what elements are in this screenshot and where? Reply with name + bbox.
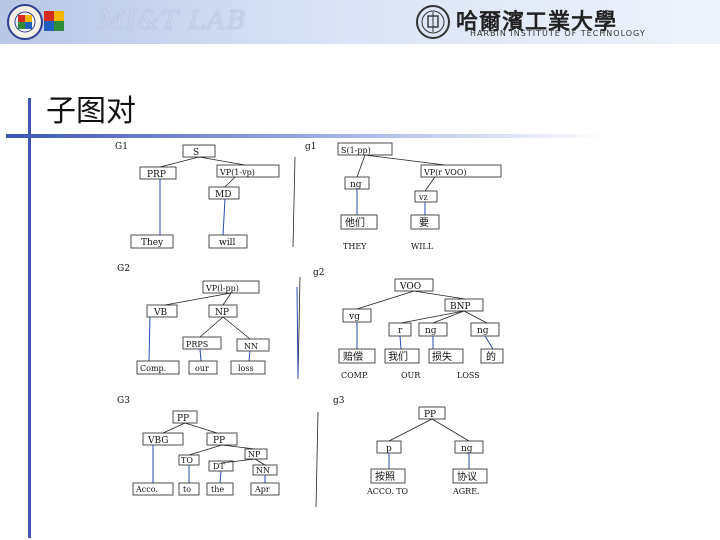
node-g2-ng2: ng [477,326,489,336]
panel-label-g3: g3 [333,396,345,406]
panel-label-g1: g1 [305,142,317,152]
node-g3-ng: ng [461,444,473,454]
node-g2-BNP: BNP [450,302,471,312]
node-G2-VP: VP(l-pp) [205,284,239,293]
tree-g2: VOO BNP vg r ng ng 赔偿 我们 损失 的 COMP. OUR … [338,278,504,380]
node-g2-vg: vg [348,312,360,322]
word-g3-w2: 协议 [457,470,477,483]
node-g2-r: r [398,326,403,336]
university-seal-icon [416,5,450,39]
word-g1-w1: 他们 [345,216,365,229]
node-G3-DT: DT [213,462,225,471]
gloss-g3-e1: ACCO. TO [366,487,409,496]
node-G3-TO: TO [181,456,193,465]
node-g1-ng: ng [350,180,362,190]
word-G3-w3: the [211,485,224,494]
node-g3-PP: PP [424,410,436,420]
word-G3-w2: to [183,485,191,494]
word-G1-they: They [141,238,164,248]
node-G1-VP: VP(1-vp) [219,168,255,177]
lab-title: MI&T LAB [98,6,247,36]
node-G3-VBG: VBG [147,436,168,446]
vertical-accent-rule [28,98,31,538]
panel-label-G3: G3 [117,396,130,406]
tree-g3: PP p ng 按照 协议 ACCO. TO AGRE. [366,406,488,496]
word-G2-w1: Comp. [140,364,166,373]
node-g2-ng1: ng [425,326,437,336]
lab-logo-icon [7,4,64,40]
node-G3-PP: PP [177,414,189,424]
word-G2-w2: our [195,364,209,373]
node-g1-S: S(1-pp) [341,146,371,155]
node-G3-NN: NN [256,466,270,475]
node-G2-VB: VB [153,308,167,318]
node-G1-S: S [193,148,199,158]
word-g3-w1: 按照 [375,470,395,483]
tree-G2: VP(l-pp) VB NP PRPS NN Comp. our loss [136,280,299,378]
word-g2-w1: 赔偿 [343,350,363,363]
node-g2-VOO: VOO [399,282,421,292]
node-G2-NP: NP [215,308,229,318]
node-G2-PRPS: PRPS [186,340,208,349]
node-g1-VP: VP(r VOO) [423,168,467,177]
node-G2-NN: NN [244,342,258,351]
word-g2-w2: 我们 [388,350,408,363]
word-g1-w2: 要 [419,217,429,229]
gloss-g2-e3: LOSS [457,371,480,380]
node-g1-vz: vz [418,193,428,202]
tree-g1: S(1-pp) VP(r VOO) ng vz 他们 要 THEY WILL [337,142,502,251]
word-G2-w3: loss [238,364,254,373]
tree-G3: PP VBG PP NP TO DT NN Acco. to the Apr [132,410,280,496]
gloss-g3-e2: AGRE. [452,487,480,496]
panel-label-G1: G1 [115,142,128,152]
node-G1-PRP: PRP [147,170,166,180]
subgraph-pairs-figure: G1 g1 G2 g2 G3 g3 S PRP VP(1-vp) MD They… [115,142,504,507]
university-name-en: HARBIN INSTITUTE OF TECHNOLOGY [470,29,646,38]
node-G3-NP: NP [248,450,261,459]
tree-G1: S PRP VP(1-vp) MD They will [130,144,280,249]
word-G3-w4: Apr [254,485,270,494]
node-G1-MD: MD [215,190,231,200]
header-banner: MI&T LAB 哈爾濱工業大學 HARBIN INSTITUTE OF TEC… [0,0,720,44]
university-name-cn: 哈爾濱工業大學 [456,10,618,35]
page-title: 子图对 [46,94,136,129]
panel-label-g2: g2 [313,268,325,278]
word-G1-will: will [219,238,235,248]
gloss-g1-e2: WILL [411,242,434,251]
gloss-g1-e1: THEY [343,242,367,251]
word-G3-w1: Acco. [135,485,158,494]
gloss-g2-e1: COMP. [341,371,368,380]
node-G3-PP2: PP [213,436,225,446]
word-g2-w3: 损失 [432,350,452,363]
word-g2-w4: 的 [486,350,496,363]
node-g3-p: p [386,444,392,454]
horizontal-accent-rule [6,134,606,138]
panel-label-G2: G2 [117,264,130,274]
gloss-g2-e2: OUR [401,371,421,380]
